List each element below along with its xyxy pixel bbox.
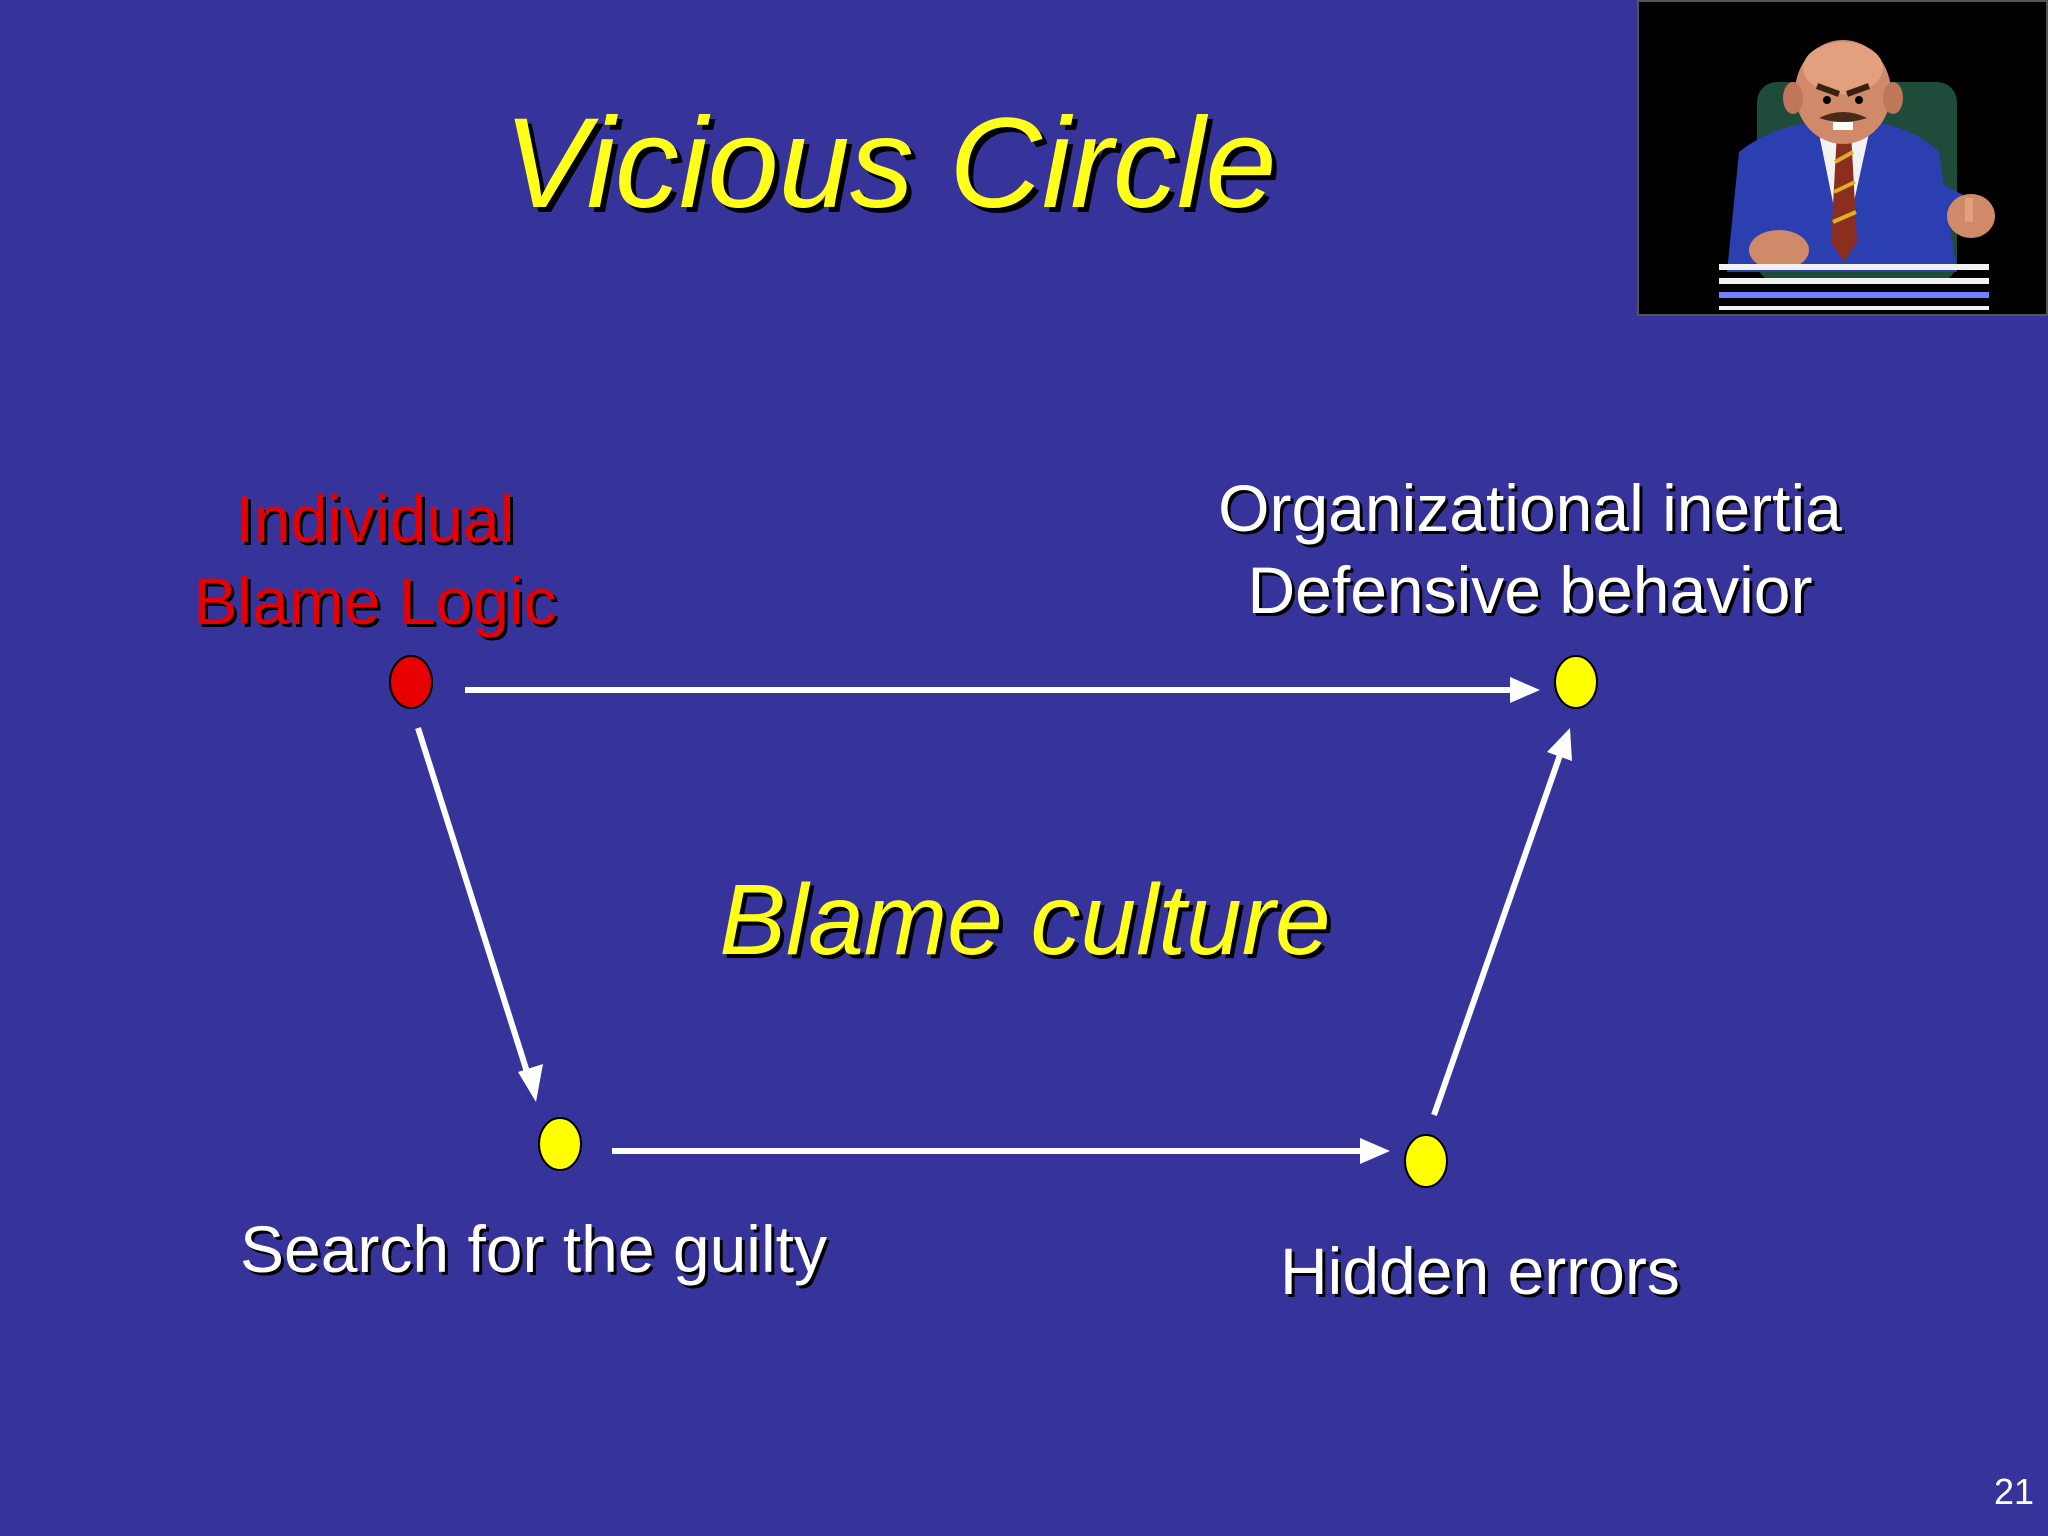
node-top-left bbox=[389, 655, 433, 709]
node-label-line: Search for the guilty bbox=[240, 1212, 827, 1286]
node-label-line: Organizational inertia bbox=[1218, 471, 1842, 545]
node-label-top-right: Organizational inertia Defensive behavio… bbox=[1180, 467, 1880, 631]
node-top-right bbox=[1554, 655, 1598, 709]
node-label-bottom-right: Hidden errors bbox=[1280, 1230, 1730, 1312]
arrow-top bbox=[465, 677, 1540, 703]
arrow-right bbox=[1431, 728, 1572, 1116]
arrow-left bbox=[415, 727, 543, 1102]
node-label-line: Blame Logic bbox=[193, 564, 557, 638]
node-label-line: Hidden errors bbox=[1280, 1234, 1680, 1308]
arrow-bottom bbox=[612, 1138, 1390, 1164]
node-bottom-right bbox=[1404, 1134, 1448, 1188]
node-label-bottom-left: Search for the guilty bbox=[240, 1208, 900, 1290]
center-label: Blame culture bbox=[719, 864, 1331, 976]
node-bottom-left bbox=[538, 1117, 582, 1171]
node-label-line: Defensive behavior bbox=[1247, 553, 1813, 627]
page-number: 21 bbox=[1993, 1471, 2034, 1512]
slide-title: Vicious Circle bbox=[503, 92, 1277, 235]
node-label-top-left: Individual Blame Logic bbox=[160, 478, 590, 642]
node-label-line: Individual bbox=[235, 482, 515, 556]
angry-boss-pointing-icon bbox=[1637, 0, 2048, 316]
